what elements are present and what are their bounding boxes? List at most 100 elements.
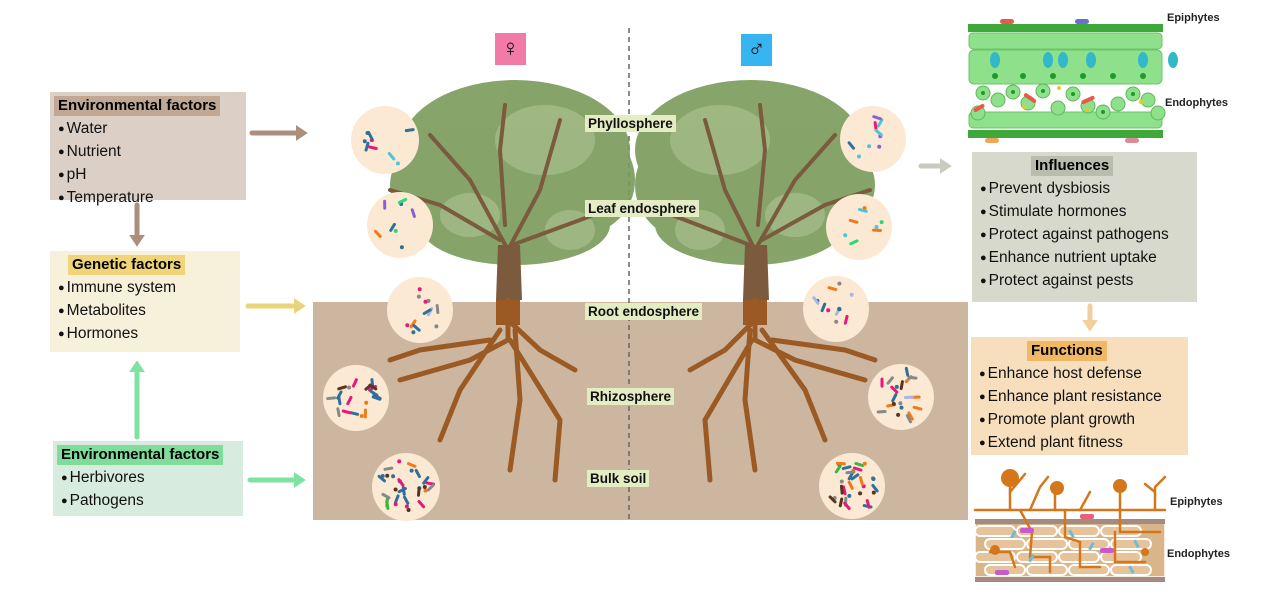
microbe-bacillus: [383, 466, 394, 471]
microbe-bacillus: [872, 228, 882, 232]
region-label-leaf-endosphere: Leaf endosphere: [585, 200, 700, 217]
microbe-coccus: [380, 474, 385, 478]
microbe-bacillus: [336, 407, 341, 418]
microbe-coccus: [364, 400, 369, 405]
box-title: Influences: [1031, 156, 1114, 176]
microbe-coccus: [347, 385, 352, 390]
microbe-bacillus: [838, 497, 844, 508]
microbe-bacillus: [886, 376, 894, 385]
list-item: Extend plant fitness: [979, 432, 1180, 455]
root-epiphytes-label: Epiphytes: [1170, 496, 1223, 508]
microbe-coccus: [837, 281, 842, 286]
microbe-circle-phyllosphere-female: [351, 106, 419, 174]
microbe-bacillus: [416, 486, 421, 497]
microbe-coccus: [391, 474, 396, 479]
list-item: pH: [58, 164, 238, 187]
bacterium: [985, 138, 999, 143]
microbe-bacillus: [426, 483, 435, 492]
bacterium: [973, 104, 985, 112]
factor-list: Immune system Metabolites Hormones: [58, 277, 232, 346]
microbe-bacillus: [827, 286, 838, 292]
list-item: Pathogens: [61, 490, 235, 513]
microbe-bacillus: [871, 483, 879, 493]
microbe-coccus: [411, 330, 416, 335]
microbe-bacillus: [876, 118, 884, 128]
microbe-bacillus: [849, 239, 859, 246]
female-tree: [387, 80, 635, 483]
microbe-coccus: [858, 491, 863, 496]
factor-list: Herbivores Pathogens: [61, 467, 235, 513]
box-title: Environmental factors: [57, 445, 224, 465]
environmental-factors-biotic-box: Environmental factors Herbivores Pathoge…: [53, 441, 243, 516]
microbe-bacillus: [404, 128, 415, 133]
list-item: Stimulate hormones: [980, 201, 1189, 224]
root-endophytes-label: Endophytes: [1167, 548, 1230, 560]
female-icon: ♀: [501, 35, 520, 62]
microbe-particles: [326, 115, 923, 512]
microbe-coccus: [894, 384, 899, 389]
bacterium: [1125, 138, 1139, 143]
region-label-rhizosphere: Rhizosphere: [587, 388, 675, 405]
microbe-bacillus: [435, 304, 440, 314]
box-title: Genetic factors: [68, 255, 186, 275]
microbe-bacillus: [874, 128, 883, 137]
microbe-coccus: [843, 233, 848, 238]
microbe-coccus: [416, 294, 421, 299]
list-item: Protect against pests: [980, 270, 1189, 293]
microbe-bacillus: [907, 375, 918, 380]
microbe-coccus: [839, 479, 844, 484]
functions-box: Functions Enhance host defense Enhance p…: [971, 337, 1188, 455]
microbe-bacillus: [834, 464, 842, 474]
microbe-coccus: [362, 139, 367, 144]
microbe-bacillus: [363, 408, 367, 419]
microbe-bacillus: [409, 319, 417, 329]
microbe-coccus: [896, 412, 901, 417]
microbe-bacillus: [422, 476, 430, 485]
microbe-bacillus: [854, 461, 865, 468]
microbe-bacillus: [880, 377, 884, 388]
microbe-bacillus: [820, 302, 827, 313]
microbe-coccus: [867, 144, 872, 149]
microbe-coccus: [826, 308, 831, 313]
microbe-coccus: [423, 488, 428, 493]
list-item: Water: [58, 118, 238, 141]
microbe-bacillus: [351, 378, 358, 388]
microbe-bacillus: [876, 409, 887, 414]
microbe-bacillus: [381, 492, 391, 500]
microbe-coccus: [422, 485, 427, 489]
microbe-coccus: [834, 319, 839, 324]
bacterium: [1081, 95, 1095, 105]
microbe-bacillus: [374, 229, 382, 238]
microbe-bacillus: [369, 389, 379, 397]
microbe-bacillus: [912, 405, 923, 411]
microbe-bacillus: [847, 480, 854, 490]
list-item: Enhance plant resistance: [979, 386, 1180, 409]
environmental-factors-abiotic-box: Environmental factors Water Nutrient pH …: [50, 92, 246, 206]
microbe-bacillus: [397, 487, 407, 494]
microbe-circle-rhizosphere-male: [868, 364, 934, 430]
list-item: Hormones: [58, 323, 232, 346]
microbe-bacillus: [904, 366, 910, 377]
microbe-bacillus: [414, 468, 421, 479]
female-symbol-badge: ♀: [495, 33, 526, 65]
microbe-bacillus: [336, 390, 343, 400]
microbe-bacillus: [341, 409, 352, 415]
microbe-coccus: [409, 468, 414, 473]
microbe-bacillus: [394, 494, 400, 504]
microbe-bacillus: [367, 130, 374, 141]
microbe-bacillus: [904, 395, 914, 399]
male-symbol-badge: ♂: [741, 34, 772, 66]
microbe-bacillus: [349, 411, 360, 416]
microbe-circle-root-endosphere-male: [803, 276, 869, 342]
list-item: Nutrient: [58, 141, 238, 164]
microbe-bacillus: [377, 474, 386, 483]
microbe-bacillus: [422, 308, 432, 316]
microbe-coccus: [399, 245, 404, 250]
microbe-bacillus: [873, 121, 878, 132]
microbe-bacillus: [410, 208, 416, 218]
microbe-coccus: [871, 490, 876, 495]
microbe-bacillus: [839, 484, 844, 495]
microbe-coccus: [877, 144, 882, 149]
list-item: Prevent dysbiosis: [980, 178, 1189, 201]
microbe-bacillus: [857, 207, 868, 213]
